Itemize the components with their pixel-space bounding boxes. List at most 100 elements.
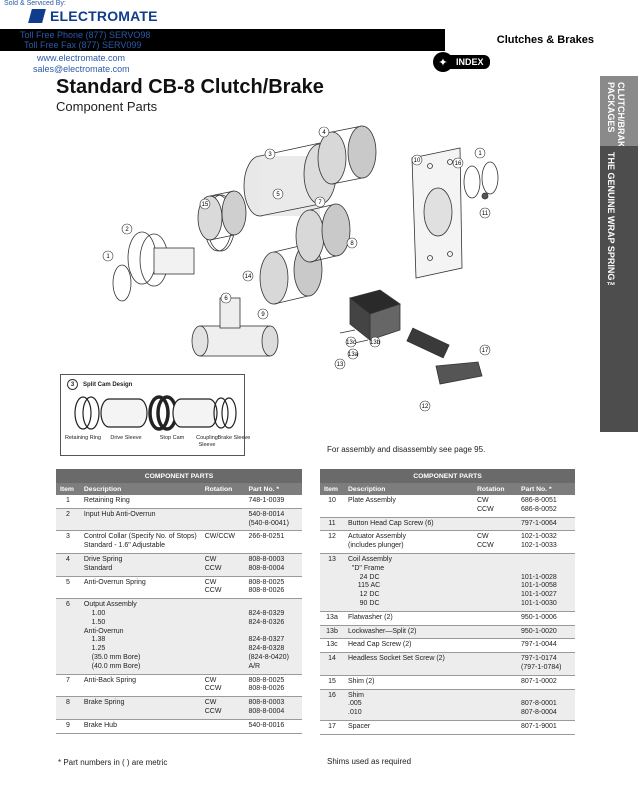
item-cell: 10: [320, 495, 344, 518]
item-cell: 15: [320, 675, 344, 690]
plate-assembly-shape: [411, 147, 463, 279]
callout-11: 11: [479, 207, 491, 219]
description-cell: Brake Hub: [79, 719, 201, 734]
callout-17: 17: [479, 344, 491, 356]
callout-6: 6: [220, 292, 232, 304]
rotation-cell: [473, 689, 517, 721]
callout-7: 7: [314, 196, 326, 208]
col-description: Description: [79, 483, 201, 495]
rotation-cell: [473, 553, 517, 612]
svg-text:13c: 13c: [346, 340, 356, 346]
side-tab-clutch-brake[interactable]: CLUTCH/BRAKE PACKAGES: [600, 76, 638, 154]
svg-text:17: 17: [482, 348, 489, 354]
rotation-cell: [473, 675, 517, 690]
description-cell: Shim (2): [344, 675, 473, 690]
vendor-email-link[interactable]: sales@electromate.com: [33, 64, 130, 74]
brake-spring-shape: [259, 203, 351, 305]
assembly-note: For assembly and disassembly see page 95…: [327, 445, 486, 454]
split-cam-number: 3: [67, 379, 78, 390]
description-cell: Lockwasher—Split (2): [344, 625, 473, 640]
description-cell: Actuator Assembly (includes plunger): [344, 530, 473, 554]
svg-text:13b: 13b: [370, 340, 381, 346]
svg-text:3: 3: [268, 152, 272, 158]
item-cell: 9: [56, 719, 80, 734]
index-button[interactable]: ✦ INDEX: [433, 52, 490, 72]
table-caption: COMPONENT PARTS: [56, 469, 302, 483]
svg-text:13a: 13a: [348, 352, 359, 358]
callout-4: 4: [318, 126, 330, 138]
side-tab-label: THE GENUINE WRAP SPRING™: [606, 152, 616, 291]
part-number-cell: 266-8-0251: [244, 530, 302, 554]
callout-10: 10: [411, 154, 423, 166]
part-number-cell: 824-8-0329 824-8-0326 824-8-0327 824-8-0…: [244, 598, 302, 675]
item-cell: 8: [56, 696, 80, 720]
part-number-cell: 950-1-0020: [517, 625, 575, 640]
diagram-callouts: 1 2 3 4 5 6 7 8 9 10 11 12 13 13a 13b 13…: [102, 126, 491, 412]
rotation-cell: [473, 625, 517, 640]
item-cell: 16: [320, 689, 344, 721]
rotation-cell: CW CCW: [200, 576, 245, 600]
item-cell: 2: [56, 508, 80, 532]
item-cell: 12: [320, 530, 344, 554]
rotation-cell: CW CCW: [200, 696, 245, 720]
shims-footnote: Shims used as required: [327, 757, 412, 766]
section-title: Clutches & Brakes: [496, 34, 594, 46]
item-cell: 13b: [320, 625, 344, 640]
item-cell: 4: [56, 553, 80, 577]
input-hub-shape: [127, 231, 157, 285]
label-retaining-ring: Retaining Ring: [64, 435, 102, 441]
callout-14: 14: [242, 270, 254, 282]
item-cell: 1: [56, 495, 80, 509]
col-part-no: Part No. *: [517, 483, 575, 495]
split-cam-title: Split Cam Design: [83, 381, 133, 388]
vendor-block: Sold & Serviced By: ELECTROMATE: [2, 0, 177, 24]
svg-text:16: 16: [455, 161, 462, 167]
part-number-cell: 686-8-0051 686-8-0052: [517, 495, 575, 518]
callout-13: 13: [334, 358, 346, 370]
part-number-cell: 102-1-0032 102-1-0033: [517, 530, 575, 554]
vendor-web-link[interactable]: www.electromate.com: [37, 53, 126, 63]
part-number-cell: 808-8-0003 808-8-0004: [244, 696, 302, 720]
item-cell: 5: [56, 576, 80, 600]
part-number-cell: 808-8-0025 808-8-0026: [244, 576, 302, 600]
svg-text:7: 7: [318, 200, 322, 206]
label-drive-sleeve: Drive Sleeve: [110, 435, 142, 441]
item-cell: 17: [320, 720, 344, 735]
description-cell: Anti-Back Spring: [79, 674, 201, 698]
description-cell: Brake Spring: [79, 696, 201, 720]
callout-5: 5: [272, 188, 284, 200]
svg-text:10: 10: [414, 158, 421, 164]
side-tab-label: CLUTCH/BRAKE PACKAGES: [606, 82, 626, 154]
page-subtitle: Component Parts: [56, 99, 158, 114]
drive-spring-shape: [317, 125, 377, 185]
description-cell: Anti-Overrun Spring: [79, 576, 201, 600]
rotation-cell: CW CCW: [200, 674, 245, 698]
callout-12: 12: [419, 400, 431, 412]
col-item: Item: [56, 483, 80, 495]
description-cell: Headless Socket Set Screw (2): [344, 652, 473, 676]
output-assembly-shape: [191, 297, 279, 357]
retaining-ring-shape: [112, 264, 132, 302]
part-number-cell: 807-1-9001: [517, 720, 575, 735]
side-tab-wrap-spring[interactable]: THE GENUINE WRAP SPRING™: [600, 146, 638, 432]
part-number-cell: 797-1-0044: [517, 638, 575, 654]
col-description: Description: [344, 483, 473, 495]
part-number-cell: 748-1-0039: [244, 495, 302, 509]
label-stop-cam: Stop Cam: [159, 435, 185, 441]
rotation-cell: CW CCW: [473, 530, 517, 554]
item-cell: 13: [320, 553, 344, 612]
component-parts-table-right: COMPONENT PARTS Item Description Rotatio…: [320, 469, 575, 735]
svg-text:9: 9: [261, 312, 265, 318]
rotation-cell: CW CCW: [200, 553, 245, 577]
rotation-cell: CW/CCW: [200, 530, 245, 554]
svg-text:5: 5: [276, 192, 280, 198]
part-number-cell: 540-8-0016: [244, 719, 302, 734]
svg-text:14: 14: [245, 274, 252, 280]
